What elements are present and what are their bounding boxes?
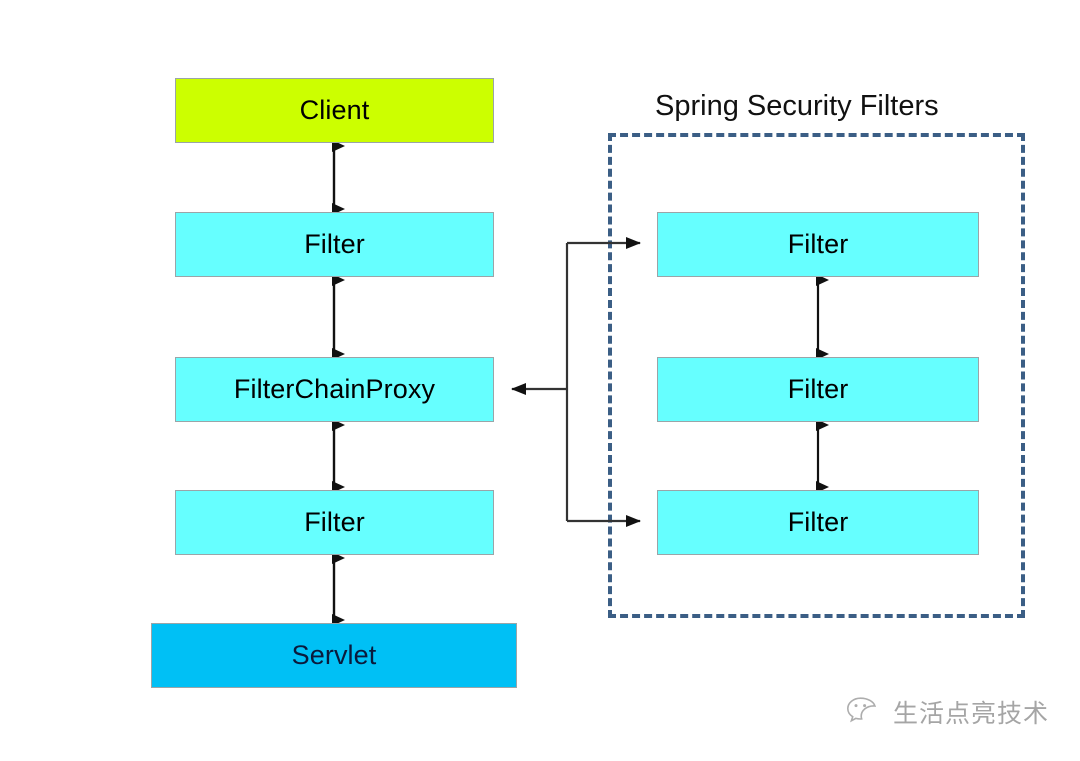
node-label: FilterChainProxy [233, 374, 436, 404]
node-label: Filter [787, 229, 849, 259]
left-node-client-0: Client [175, 78, 494, 143]
left-node-filter-1: Filter [175, 212, 494, 277]
watermark-text: 生活点亮技术 [893, 700, 1050, 728]
spring-security-filters-group [608, 133, 1025, 618]
security-node-filter-2: Filter [657, 490, 979, 555]
left-node-servlet-4: Servlet [151, 623, 517, 688]
left-node-filter-3: Filter [175, 490, 494, 555]
left-node-filterchainproxy-2: FilterChainProxy [175, 357, 494, 422]
node-label: Client [299, 95, 370, 125]
node-label: Filter [787, 507, 849, 537]
security-node-filter-1: Filter [657, 357, 979, 422]
node-label: Filter [787, 374, 849, 404]
node-label: Filter [304, 507, 365, 537]
spring-security-filters-title: Spring Security Filters [655, 90, 939, 122]
node-label: Filter [304, 229, 365, 259]
node-label: Servlet [291, 640, 377, 670]
security-node-filter-0: Filter [657, 212, 979, 277]
wechat-logo-icon [845, 695, 885, 729]
watermark: 生活点亮技术 [845, 694, 1049, 730]
